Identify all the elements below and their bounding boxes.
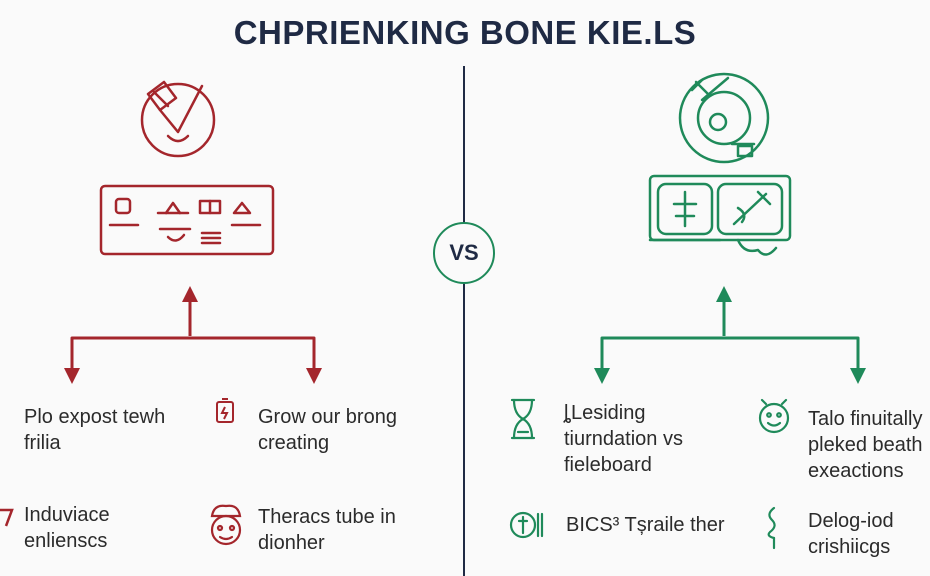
left-item-2-line1: Grow our brong bbox=[258, 406, 397, 428]
right-item-2-line1: Talo finuitally bbox=[808, 408, 923, 430]
check-mark-icon bbox=[0, 508, 14, 527]
hook-icon bbox=[767, 506, 776, 550]
right-item-1-line1: ȴLesiding bbox=[564, 402, 646, 424]
smiley-icon bbox=[758, 398, 790, 434]
left-item-4-line2: dionher bbox=[258, 532, 325, 554]
right-item-4-line2: crishiicgs bbox=[808, 536, 891, 558]
left-item-4-line1: Theracs tube in bbox=[258, 506, 396, 528]
dual-panel-icon bbox=[648, 174, 792, 256]
left-item-2: Grow our brong creating bbox=[258, 404, 397, 456]
target-wrench-icon bbox=[678, 72, 770, 164]
center-divider bbox=[463, 66, 465, 576]
left-item-1: Plo expost tewh frilia bbox=[24, 404, 165, 456]
left-item-1-line2: frilia bbox=[24, 432, 61, 454]
left-item-3: Induviace enlienscs bbox=[24, 502, 110, 554]
left-item-4: Theracs tube in dionher bbox=[258, 504, 396, 556]
right-item-4: Delog-iod crishiicgs bbox=[808, 508, 894, 560]
face-icon bbox=[210, 504, 242, 546]
left-item-3-line1: Induviace bbox=[24, 504, 110, 526]
toolbar-panel-icon bbox=[99, 184, 275, 256]
right-item-2-line3: exeactions bbox=[808, 460, 904, 482]
right-item-1: ȴLesiding tiurndation vs fieleboard bbox=[564, 400, 683, 478]
right-item-3: BICS³ Tșraile ther bbox=[566, 512, 725, 538]
right-item-3-line1: BICS³ Tșraile ther bbox=[566, 514, 725, 536]
battery-icon bbox=[216, 398, 234, 423]
right-branch-arrows bbox=[594, 286, 866, 384]
right-item-1-line2: tiurndation vs bbox=[564, 428, 683, 450]
tools-icon bbox=[509, 511, 544, 539]
hourglass-icon bbox=[510, 398, 536, 440]
right-item-2: Talo finuitally pleked beath exeactions bbox=[808, 406, 923, 484]
stamp-check-icon bbox=[140, 80, 216, 158]
left-item-1-line1: Plo expost tewh bbox=[24, 406, 166, 428]
page-title: CHPRIENKING BONE KIE.LS bbox=[233, 14, 697, 51]
left-item-2-line2: creating bbox=[258, 432, 330, 454]
right-item-2-line2: pleked beath bbox=[808, 434, 923, 456]
left-branch-arrows bbox=[64, 286, 322, 384]
right-item-1-line3: fieleboard bbox=[564, 454, 652, 476]
right-item-4-line1: Delog-iod bbox=[808, 510, 894, 532]
vs-badge: VS bbox=[433, 222, 495, 284]
left-item-3-line2: enlienscs bbox=[24, 530, 108, 552]
